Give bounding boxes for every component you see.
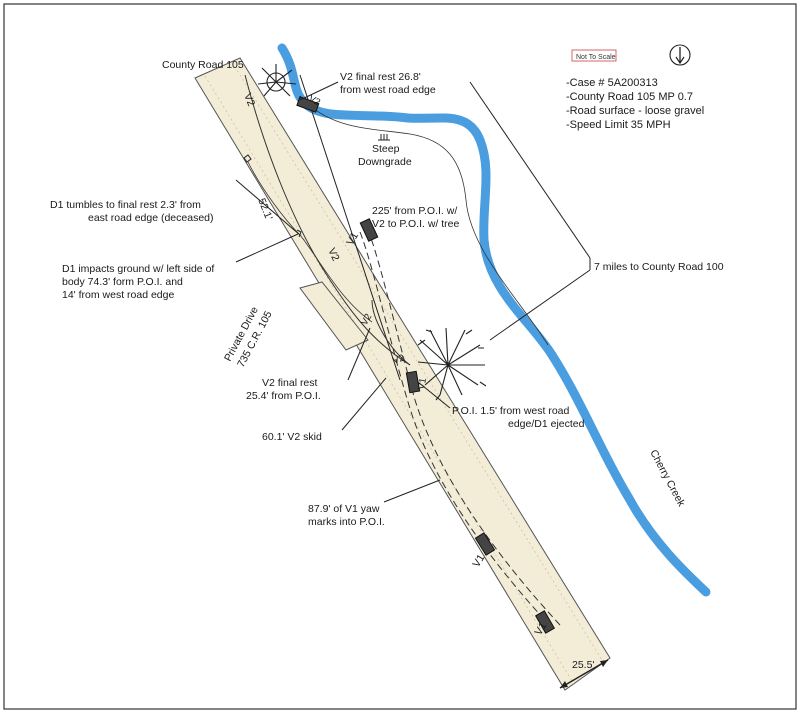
- v2-label-drive: V2: [359, 312, 374, 328]
- v2-label-top: V2: [241, 92, 257, 109]
- scale-note-box: Not To Scale: [571, 49, 617, 62]
- distance-to-cr100: 7 miles to County Road 100: [594, 261, 724, 273]
- leader-v2-final-rest: [299, 81, 339, 101]
- downgrade-label: Downgrade: [358, 156, 412, 168]
- d1-impacts-line1: D1 impacts ground w/ left side of: [62, 263, 214, 275]
- v2-skid-label: 60.1' V2 skid: [262, 431, 322, 443]
- v2-final-rest-line2: from west road edge: [340, 84, 436, 96]
- cherry-creek: [277, 43, 711, 597]
- v2-vehicle-poi-marker: V2: [391, 353, 406, 367]
- v1-label-b: V1: [470, 552, 487, 569]
- road-name-label: County Road 105: [162, 59, 244, 71]
- v1-yaw-line2: marks into P.O.I.: [308, 516, 385, 528]
- tree-poi-icon: [417, 327, 487, 401]
- d1-tumbles-line1: D1 tumbles to final rest 2.3' from: [50, 199, 201, 211]
- poi-line1: P.O.I. 1.5' from west road: [452, 405, 570, 417]
- scale-note-text: Not To Scale: [576, 54, 616, 61]
- v2-label-rest: V2: [307, 93, 323, 108]
- frame-border: [3, 3, 797, 710]
- v2-skid-line: [371, 299, 411, 366]
- d1-final-rest-marker: [243, 154, 252, 163]
- road-width-dimension: 25.5': [559, 659, 609, 689]
- d1-impacts-line3: 14' from west road edge: [62, 289, 174, 301]
- info-line-speed: -Speed Limit 35 MPH: [566, 119, 671, 131]
- v2-rest-poi-line2: 25.4' from P.O.I.: [246, 390, 321, 402]
- leader-cr100: [489, 269, 591, 341]
- county-road-surface: [194, 57, 611, 691]
- info-line-case: -Case # 5A200313: [566, 77, 658, 89]
- leader-poi: [417, 381, 451, 409]
- d1-impacts-line2: body 74.3' form P.O.I. and: [62, 276, 183, 288]
- leader-v1-yaw: [383, 479, 441, 503]
- d1-measure-line: [235, 179, 301, 236]
- reference-line-east: [469, 81, 591, 259]
- road-width-label: 25.5': [572, 659, 594, 671]
- case-info-block: -Case # 5A200313 -County Road 105 MP 0.7…: [566, 77, 704, 131]
- north-arrow-icon: [669, 44, 691, 66]
- reference-line-225: [299, 74, 401, 381]
- v1-yaw-mark-b: [359, 231, 553, 629]
- v2-path-line: [244, 74, 411, 366]
- v1-vehicle-approach-icon: V1: [532, 610, 556, 638]
- poi-line2: edge/D1 ejected: [508, 418, 585, 430]
- v1-yaw-mark-a: [367, 229, 561, 626]
- steep-label: Steep: [372, 143, 400, 155]
- v1-label-d: V1: [344, 230, 361, 247]
- distance-225-line1: 225' from P.O.I. w/: [372, 205, 457, 217]
- v1-label-c: V1: [416, 377, 429, 390]
- private-drive-surface: [299, 281, 369, 351]
- road-west-edge-texture: [204, 75, 576, 687]
- v2-vehicle-rest-icon: V2: [296, 93, 323, 113]
- v2-rest-poi-line1: V2 final rest: [262, 377, 318, 389]
- road-east-edge-texture: [231, 61, 603, 661]
- v1-vehicle-mid-icon: V1: [470, 532, 496, 570]
- v1-yaw-line1: 87.9' of V1 yaw: [308, 503, 380, 515]
- v2-final-rest-line1: V2 final rest 26.8': [340, 71, 421, 83]
- d1-impact-marker: [296, 229, 302, 238]
- v1-label-a: V1: [532, 620, 549, 637]
- v2-label-path: V2: [325, 246, 341, 263]
- leader-d1-impacts: [235, 233, 299, 263]
- creek-bank-line: [299, 95, 549, 346]
- leader-v2-rest-poi: [347, 327, 371, 381]
- steep-grade-icon: [378, 134, 390, 141]
- d1-tumbles-line2: east road edge (deceased): [88, 212, 214, 224]
- creek-name-label: Cherry Creek: [647, 448, 687, 509]
- v1-vehicle-rest-icon: V1: [344, 218, 379, 248]
- v2-label-poi: V2: [391, 353, 406, 367]
- tree-north-icon: [257, 64, 297, 97]
- leader-v2-skid: [341, 377, 387, 431]
- distance-225-line2: V2 to P.O.I. w/ tree: [372, 218, 460, 230]
- private-drive-label: Private Drive 735 C.R. 105: [222, 305, 275, 370]
- v1-vehicle-poi-icon: V1: [405, 370, 429, 394]
- info-line-surface: -Road surface - loose gravel: [566, 105, 704, 117]
- info-line-road: -County Road 105 MP 0.7: [566, 91, 693, 103]
